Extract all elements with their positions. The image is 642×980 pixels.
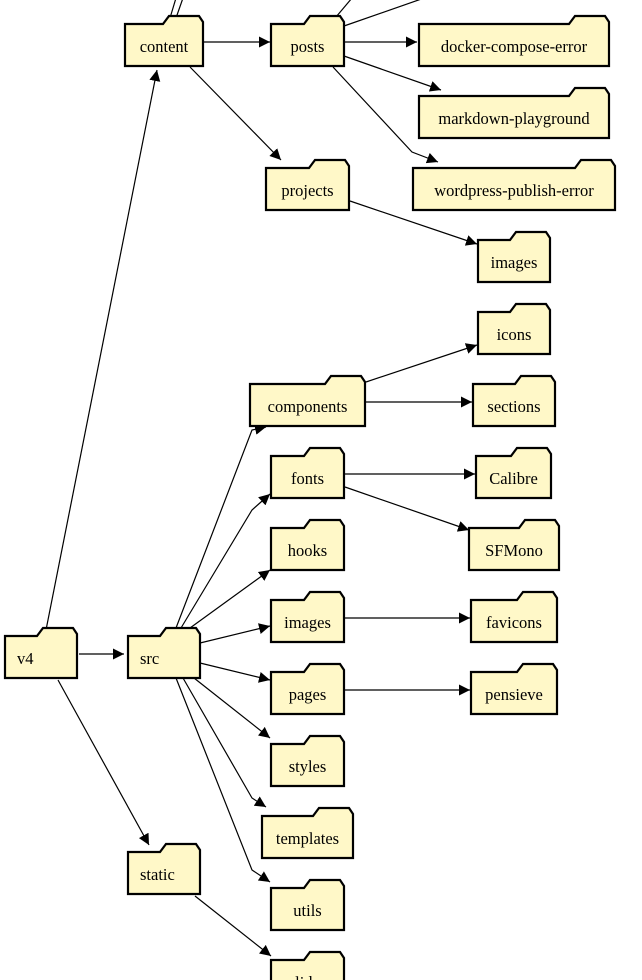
- folder-label-wordpress: wordpress-publish-error: [434, 181, 594, 200]
- folder-icon: [269, 950, 346, 980]
- folder-icon: [269, 878, 346, 932]
- folder-icon: [471, 374, 557, 428]
- edge-v4-to-content: [45, 69, 161, 631]
- folder-icon: [467, 518, 561, 572]
- folder-label-calibre: Calibre: [489, 469, 538, 488]
- edge-src-to-srcimages: [199, 623, 271, 644]
- edge-src-to-pages: [199, 662, 271, 683]
- nodes-layer: content posts docker-compose-error markdown…: [3, 14, 617, 980]
- folder-node-static: static: [126, 842, 202, 896]
- folder-node-srcimages: images: [269, 590, 346, 644]
- folder-icon: [248, 374, 367, 428]
- folder-icon: [126, 842, 202, 896]
- folder-node-content: content: [123, 14, 205, 68]
- folder-label-favicons: favicons: [486, 613, 542, 632]
- folder-icon: [264, 158, 351, 212]
- folder-node-components: components: [248, 374, 367, 428]
- folder-label-markdown: markdown-playground: [438, 109, 590, 128]
- folder-node-pages: pages: [269, 662, 346, 716]
- folder-node-styles: styles: [269, 734, 346, 788]
- folder-icon: [474, 446, 553, 500]
- folder-label-docker: docker-compose-error: [441, 37, 588, 56]
- folder-label-pages: pages: [289, 685, 327, 704]
- folder-icon: [269, 662, 346, 716]
- edge-posts-to-markdown: [343, 55, 442, 92]
- folder-label-pensieve: pensieve: [485, 685, 543, 704]
- folder-label-projimages: images: [491, 253, 538, 272]
- edge-components-to-icons: [365, 343, 478, 383]
- folder-label-src: src: [140, 649, 159, 668]
- folder-node-projimages: images: [476, 230, 552, 284]
- folder-icon: [269, 446, 346, 500]
- folder-node-templates: templates: [260, 806, 355, 860]
- folder-icon: [123, 14, 205, 68]
- edge-static-to-slides: [194, 895, 272, 957]
- edge-src-to-utils: [175, 677, 271, 883]
- edge-content-to-projects: [189, 66, 282, 161]
- folder-label-static: static: [140, 865, 175, 884]
- folder-label-projects: projects: [281, 181, 333, 200]
- folder-label-icons: icons: [497, 325, 532, 344]
- edge-src-to-fonts: [180, 493, 271, 629]
- folder-node-pensieve: pensieve: [469, 662, 559, 716]
- folder-label-hooks: hooks: [288, 541, 327, 560]
- folder-node-sections: sections: [471, 374, 557, 428]
- folder-label-utils: utils: [293, 901, 321, 920]
- folder-label-v4: v4: [17, 649, 34, 668]
- folder-node-fonts: fonts: [269, 446, 346, 500]
- folder-node-calibre: Calibre: [474, 446, 553, 500]
- folder-node-favicons: favicons: [469, 590, 559, 644]
- folder-icon: [417, 86, 611, 140]
- folder-icon: [469, 662, 559, 716]
- folder-icon: [269, 518, 346, 572]
- offscreen-edges: [169, 0, 421, 27]
- folder-node-posts: posts: [269, 14, 346, 68]
- folder-label-content: content: [140, 37, 189, 56]
- edge-src-to-templates: [182, 677, 267, 808]
- folder-node-wordpress: wordpress-publish-error: [411, 158, 617, 212]
- folder-node-utils: utils: [269, 878, 346, 932]
- folder-node-src: src: [126, 626, 202, 680]
- folder-label-components: components: [268, 397, 348, 416]
- folder-icon: [476, 230, 552, 284]
- folder-label-sections: sections: [487, 397, 540, 416]
- folder-icon: [269, 734, 346, 788]
- folder-label-styles: styles: [289, 757, 327, 776]
- folder-icon: [269, 590, 346, 644]
- edges-layer: [45, 36, 478, 957]
- edge-v4-to-static: [57, 679, 150, 846]
- folder-node-sfmono: SFMono: [467, 518, 561, 572]
- edge-src-to-components: [175, 423, 267, 629]
- edge-src-to-styles: [193, 677, 271, 739]
- folder-node-icons: icons: [476, 302, 552, 356]
- folder-label-sfmono: SFMono: [485, 541, 543, 560]
- folder-node-markdown: markdown-playground: [417, 86, 611, 140]
- folder-icon: [260, 806, 355, 860]
- folder-node-slides: slides: [269, 950, 346, 980]
- folder-node-v4: v4: [3, 626, 79, 680]
- edge-src-to-hooks: [189, 569, 271, 629]
- folder-node-hooks: hooks: [269, 518, 346, 572]
- edge-fonts-to-sfmono: [344, 486, 470, 532]
- folder-icon: [476, 302, 552, 356]
- folder-node-projects: projects: [264, 158, 351, 212]
- edge-projects-to-projimages: [349, 200, 478, 246]
- folder-icon: [411, 158, 617, 212]
- folder-icon: [417, 14, 611, 68]
- folder-label-fonts: fonts: [291, 469, 324, 488]
- folder-icon: [3, 626, 79, 680]
- folder-label-slides: slides: [289, 973, 327, 980]
- folder-label-templates: templates: [276, 829, 339, 848]
- folder-label-srcimages: images: [284, 613, 331, 632]
- folder-label-posts: posts: [291, 37, 325, 56]
- folder-icon: [126, 626, 202, 680]
- folder-icon: [469, 590, 559, 644]
- edge-posts-to-wordpress: [332, 66, 439, 164]
- folder-icon: [269, 14, 346, 68]
- folder-node-docker: docker-compose-error: [417, 14, 611, 68]
